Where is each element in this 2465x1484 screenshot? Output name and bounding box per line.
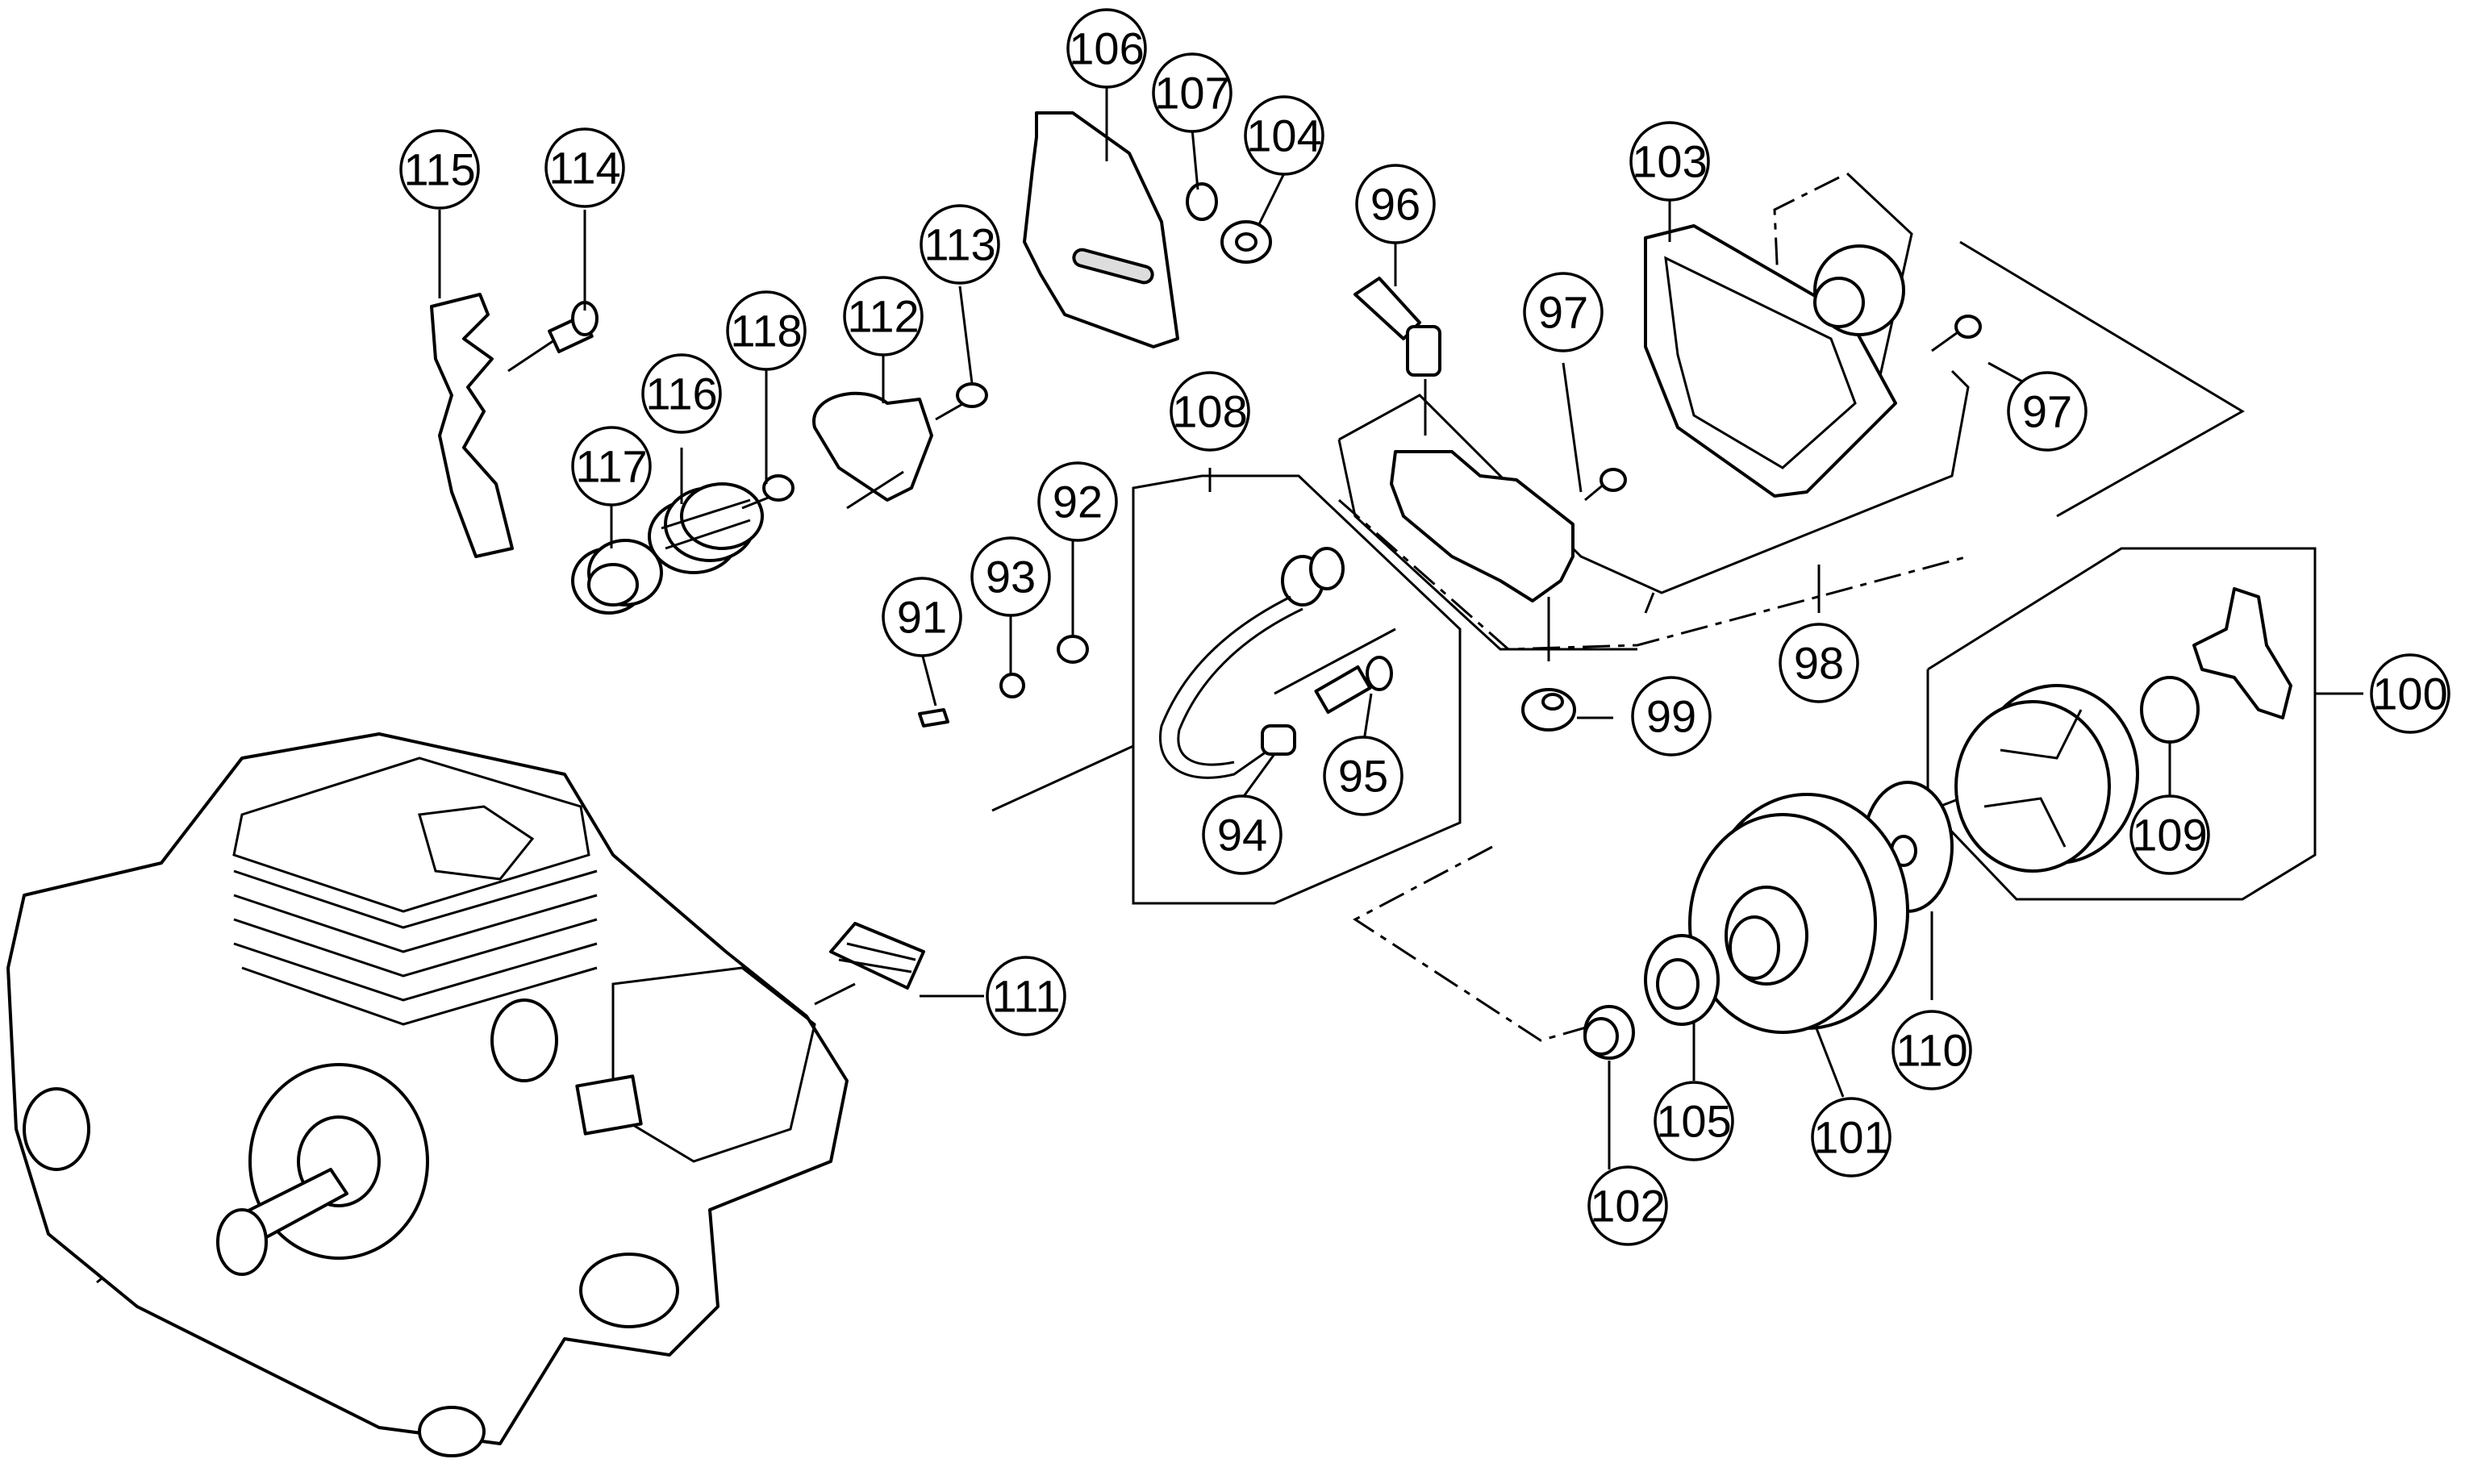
- svg-text:98: 98: [1794, 638, 1844, 689]
- svg-text:105: 105: [1656, 1096, 1731, 1147]
- callout-104: 104: [1244, 95, 1324, 176]
- svg-text:99: 99: [1646, 691, 1696, 742]
- svg-text:103: 103: [1632, 136, 1707, 187]
- callout-117: 117: [571, 426, 652, 506]
- svg-text:115: 115: [403, 144, 475, 195]
- callout-113: 113: [920, 204, 1000, 285]
- svg-text:94: 94: [1217, 810, 1267, 861]
- part-91-pin: [918, 708, 949, 727]
- part-116-buffer: [648, 482, 764, 574]
- svg-text:111: 111: [991, 971, 1060, 1022]
- part-107-screw: [1186, 182, 1218, 221]
- part-98-oil-pump: [1390, 450, 1575, 602]
- svg-text:112: 112: [847, 291, 919, 342]
- svg-text:102: 102: [1590, 1181, 1665, 1232]
- part-102-needle-bearing: [1583, 1005, 1635, 1060]
- part-106-guide-plate: [1023, 111, 1179, 348]
- part-103-bearing: [1813, 244, 1905, 336]
- part-115-chain-catcher: [430, 293, 514, 558]
- part-100-clutch-shoe: [1954, 684, 2139, 873]
- callout-103: 103: [1629, 121, 1710, 202]
- callout-92: 92: [1037, 461, 1118, 542]
- callout-108: 108: [1170, 371, 1250, 452]
- leader-lines: [438, 81, 2171, 1169]
- svg-text:96: 96: [1370, 179, 1420, 230]
- part-101-clutch-drum: [1688, 793, 1909, 1034]
- part-95-fitting: [1314, 656, 1393, 714]
- callout-106: 106: [1066, 8, 1147, 89]
- callout-98: 98: [1779, 623, 1859, 703]
- svg-text:117: 117: [575, 441, 647, 492]
- svg-text:92: 92: [1053, 477, 1103, 527]
- parts: [6, 111, 2292, 1457]
- part-109-spring: [2140, 676, 2200, 744]
- svg-text:97: 97: [2022, 386, 2072, 437]
- svg-text:101: 101: [1813, 1112, 1888, 1163]
- svg-text:108: 108: [1172, 386, 1247, 437]
- svg-text:95: 95: [1338, 751, 1388, 802]
- svg-text:116: 116: [645, 369, 717, 419]
- callout-99: 99: [1631, 676, 1712, 757]
- part-111-filter: [829, 922, 925, 990]
- callout-102: 102: [1587, 1165, 1668, 1246]
- svg-text:104: 104: [1246, 110, 1321, 161]
- callout-115: 115: [399, 129, 480, 210]
- svg-text:91: 91: [897, 592, 947, 643]
- part-97-screw-a: [1584, 468, 1627, 502]
- callout-94: 94: [1202, 794, 1283, 875]
- callout-100: 100: [2370, 653, 2450, 734]
- svg-text:106: 106: [1069, 23, 1144, 74]
- callouts: 91 92 93 94 95 96 97 97 98 99 100 101 10…: [399, 8, 2450, 1246]
- callout-112: 112: [843, 276, 924, 356]
- callout-107: 107: [1152, 52, 1232, 133]
- part-99-nut: [1521, 688, 1576, 732]
- callout-118: 118: [726, 290, 807, 371]
- svg-text:93: 93: [986, 552, 1036, 602]
- part-97-screw-b: [1931, 315, 1982, 352]
- part-114-screw: [507, 301, 599, 373]
- svg-text:109: 109: [2132, 810, 2207, 861]
- svg-text:97: 97: [1538, 287, 1588, 338]
- callout-95: 95: [1323, 736, 1404, 816]
- callout-116: 116: [641, 353, 722, 434]
- callout-97-left: 97: [1523, 272, 1604, 352]
- svg-text:100: 100: [2372, 669, 2447, 719]
- callout-111: 111: [986, 956, 1066, 1036]
- callout-96: 96: [1355, 164, 1436, 244]
- callout-97-right: 97: [2007, 371, 2088, 452]
- part-108-oil-hose: [1159, 547, 1345, 779]
- callout-114: 114: [544, 127, 625, 208]
- part-93-spring: [999, 673, 1025, 698]
- callout-110: 110: [1892, 1010, 1972, 1090]
- svg-text:113: 113: [924, 219, 995, 270]
- callout-91: 91: [882, 577, 962, 657]
- svg-text:114: 114: [548, 143, 620, 194]
- part-104-nut: [1220, 220, 1272, 264]
- part-118-bolt: [741, 474, 795, 510]
- part-92-washer: [1057, 635, 1089, 664]
- part-105-sprocket: [1644, 934, 1720, 1026]
- engine-assembly: [6, 732, 849, 1457]
- callout-109: 109: [2129, 794, 2210, 875]
- part-113-screw: [935, 382, 988, 421]
- svg-text:110: 110: [1896, 1025, 1967, 1076]
- part-100-clutch-hub: [2192, 587, 2292, 719]
- part-96-pump-fitting: [1353, 277, 1441, 377]
- callout-105: 105: [1654, 1081, 1734, 1161]
- callout-93: 93: [970, 536, 1051, 617]
- svg-text:118: 118: [730, 306, 802, 356]
- part-103-cover: [1644, 224, 1897, 498]
- part-117-bumper: [571, 539, 663, 615]
- svg-text:107: 107: [1154, 68, 1229, 119]
- callout-101: 101: [1811, 1097, 1892, 1178]
- part-112-bracket: [812, 391, 933, 502]
